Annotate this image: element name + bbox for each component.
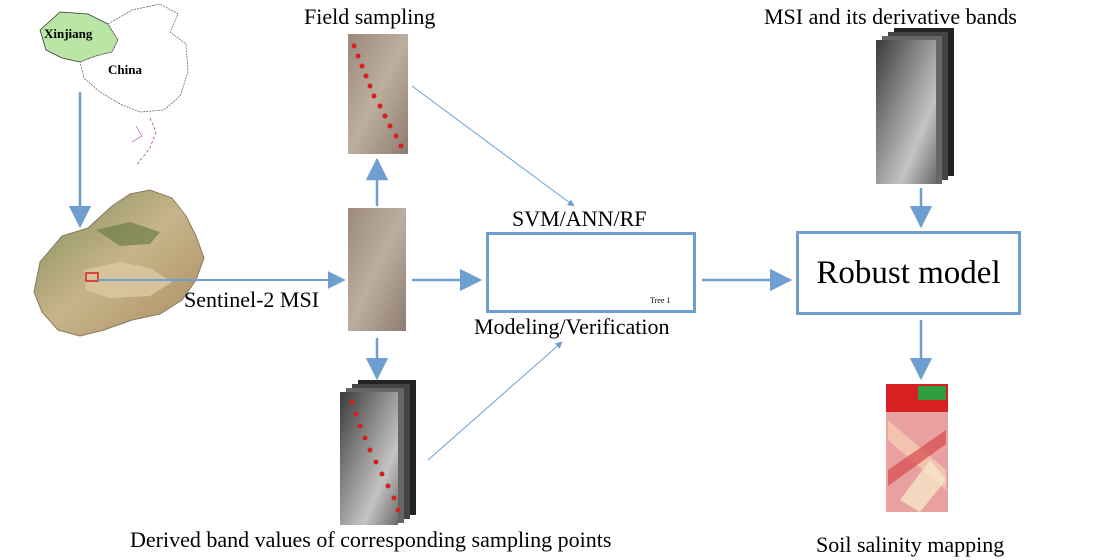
- modeling-label: Modeling/Verification: [474, 314, 670, 339]
- tree-label: Tree 1: [650, 296, 671, 305]
- robust-model-label: Robust model: [816, 254, 1001, 291]
- field-sampling-label: Field sampling: [304, 4, 436, 29]
- arrow-field-to-models: [411, 85, 575, 207]
- derived-values-label: Derived band values of corresponding sam…: [130, 527, 612, 552]
- field-sampling-image: [348, 34, 408, 154]
- msi-band-stack: [876, 28, 954, 184]
- sentinel-label: Sentinel-2 MSI: [184, 287, 320, 312]
- china-map: [39, 3, 189, 167]
- algorithms-label: SVM/ANN/RF: [512, 206, 647, 231]
- study-area-marker: [85, 272, 99, 282]
- soil-salinity-map: [886, 384, 948, 512]
- sentinel-image: [348, 208, 406, 331]
- sample-points: [351, 43, 404, 149]
- robust-model-box: Robust model: [796, 231, 1021, 315]
- xinjiang-label: Xinjiang: [44, 26, 93, 41]
- algorithm-box: [486, 232, 696, 313]
- derived-band-stack: [340, 380, 416, 525]
- china-label: China: [108, 62, 142, 77]
- arrow-derived-to-models: [427, 341, 563, 461]
- flow-arrows: [68, 85, 933, 461]
- soil-mapping-label: Soil salinity mapping: [816, 532, 1005, 557]
- msi-bands-label: MSI and its derivative bands: [764, 4, 1017, 29]
- xinjiang-satellite-map: [33, 189, 205, 337]
